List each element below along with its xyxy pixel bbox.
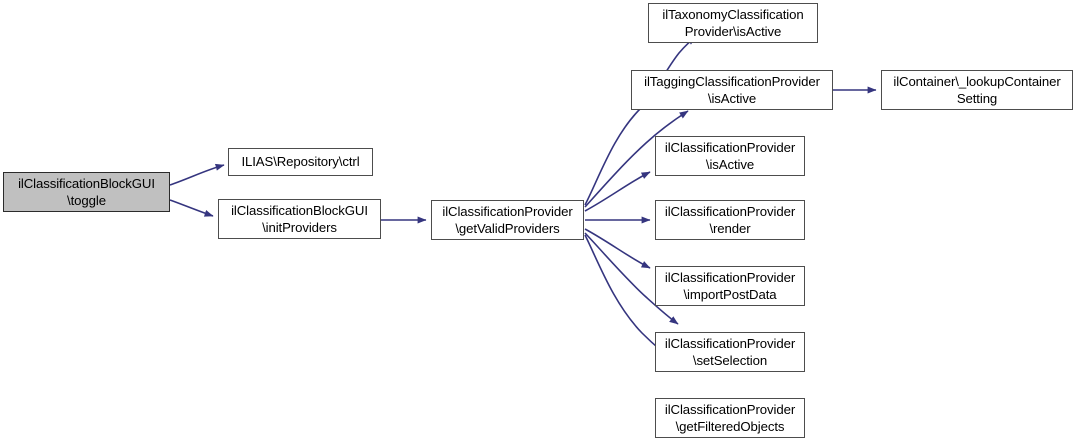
graph-node-providerGetFilteredObjects[interactable]: ilClassificationProvider \getFilteredObj…: [655, 398, 805, 438]
graph-node-label: ilContainer\_lookupContainer Setting: [893, 73, 1061, 106]
graph-node-providerRender[interactable]: ilClassificationProvider \render: [655, 200, 805, 240]
graph-node-toggle[interactable]: ilClassificationBlockGUI \toggle: [3, 172, 170, 212]
graph-node-label: ilClassificationProvider \setSelection: [664, 335, 796, 368]
graph-node-providerImportPostData[interactable]: ilClassificationProvider \importPostData: [655, 266, 805, 306]
graph-node-label: ilTaxonomyClassification Provider\isActi…: [662, 6, 804, 39]
graph-edge-getValidProviders-to-providerImportPostData: [584, 228, 651, 269]
graph-node-providerIsActive[interactable]: ilClassificationProvider \isActive: [655, 136, 805, 176]
graph-node-label: ILIAS\Repository\ctrl: [241, 154, 360, 170]
graph-edge-toggle-to-initProviders: [169, 199, 214, 217]
graph-node-label: ilClassificationBlockGUI \initProviders: [231, 202, 368, 235]
graph-node-getValidProviders[interactable]: ilClassificationProvider \getValidProvid…: [431, 200, 584, 240]
graph-node-label: ilClassificationProvider \render: [664, 203, 796, 236]
graph-node-providerSetSelection[interactable]: ilClassificationProvider \setSelection: [655, 332, 805, 372]
graph-node-label: ilClassificationProvider \getFilteredObj…: [664, 401, 796, 434]
graph-edge-getValidProviders-to-providerIsActive: [584, 171, 651, 212]
graph-node-taxonomyIsActive[interactable]: ilTaxonomyClassification Provider\isActi…: [648, 3, 818, 43]
graph-node-taggingIsActive[interactable]: ilTaggingClassificationProvider \isActiv…: [631, 70, 833, 110]
graph-node-ctrl[interactable]: ILIAS\Repository\ctrl: [228, 148, 373, 176]
graph-node-lookupContainerSetting[interactable]: ilContainer\_lookupContainer Setting: [881, 70, 1073, 110]
graph-edge-toggle-to-ctrl: [169, 163, 225, 186]
graph-node-label: ilClassificationBlockGUI \toggle: [18, 175, 155, 208]
graph-node-label: ilClassificationProvider \isActive: [664, 139, 796, 172]
graph-edge-getValidProviders-to-taxonomyIsActive: [584, 36, 697, 206]
graph-node-label: ilTaggingClassificationProvider \isActiv…: [644, 73, 820, 106]
graph-node-label: ilClassificationProvider \importPostData: [664, 269, 796, 302]
graph-node-initProviders[interactable]: ilClassificationBlockGUI \initProviders: [218, 199, 381, 239]
graph-node-label: ilClassificationProvider \getValidProvid…: [442, 203, 573, 236]
